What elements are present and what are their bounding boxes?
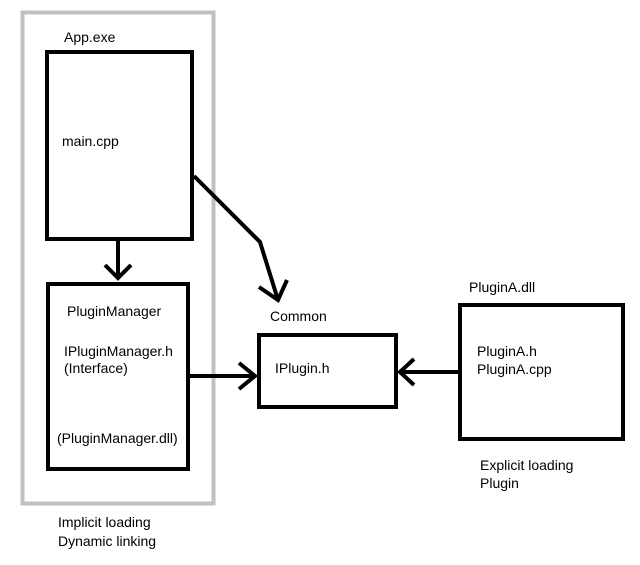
iplugin-box	[257, 333, 398, 409]
common-title: Common	[270, 308, 327, 324]
implicit-loading-label: Implicit loading	[58, 514, 151, 530]
plugin-note-label: Plugin	[480, 475, 519, 491]
main-cpp-box	[45, 50, 194, 241]
plugin-a-source-label: PluginA.cpp	[477, 361, 552, 377]
main-cpp-label: main.cpp	[62, 133, 119, 149]
interface-label: (Interface)	[64, 360, 128, 376]
explicit-loading-label: Explicit loading	[480, 457, 574, 473]
plugin-manager-dll-label: (PluginManager.dll)	[57, 430, 178, 446]
plugin-a-dll-title: PluginA.dll	[469, 279, 536, 295]
iplugin-manager-header-label: IPluginManager.h	[64, 343, 173, 359]
arrow-plugin-manager-to-iplugin	[188, 361, 259, 391]
iplugin-header-label: IPlugin.h	[275, 360, 330, 376]
plugin-a-header-label: PluginA.h	[477, 343, 537, 359]
app-exe-group-border	[20, 10, 216, 506]
dynamic-linking-label: Dynamic linking	[58, 533, 157, 549]
plugin-manager-title: PluginManager	[67, 303, 162, 319]
app-exe-title: App.exe	[64, 29, 116, 45]
arrow-main-to-plugin-manager	[103, 241, 133, 281]
arrow-main-to-common	[192, 174, 289, 304]
arrow-plugin-a-to-iplugin	[397, 357, 462, 387]
